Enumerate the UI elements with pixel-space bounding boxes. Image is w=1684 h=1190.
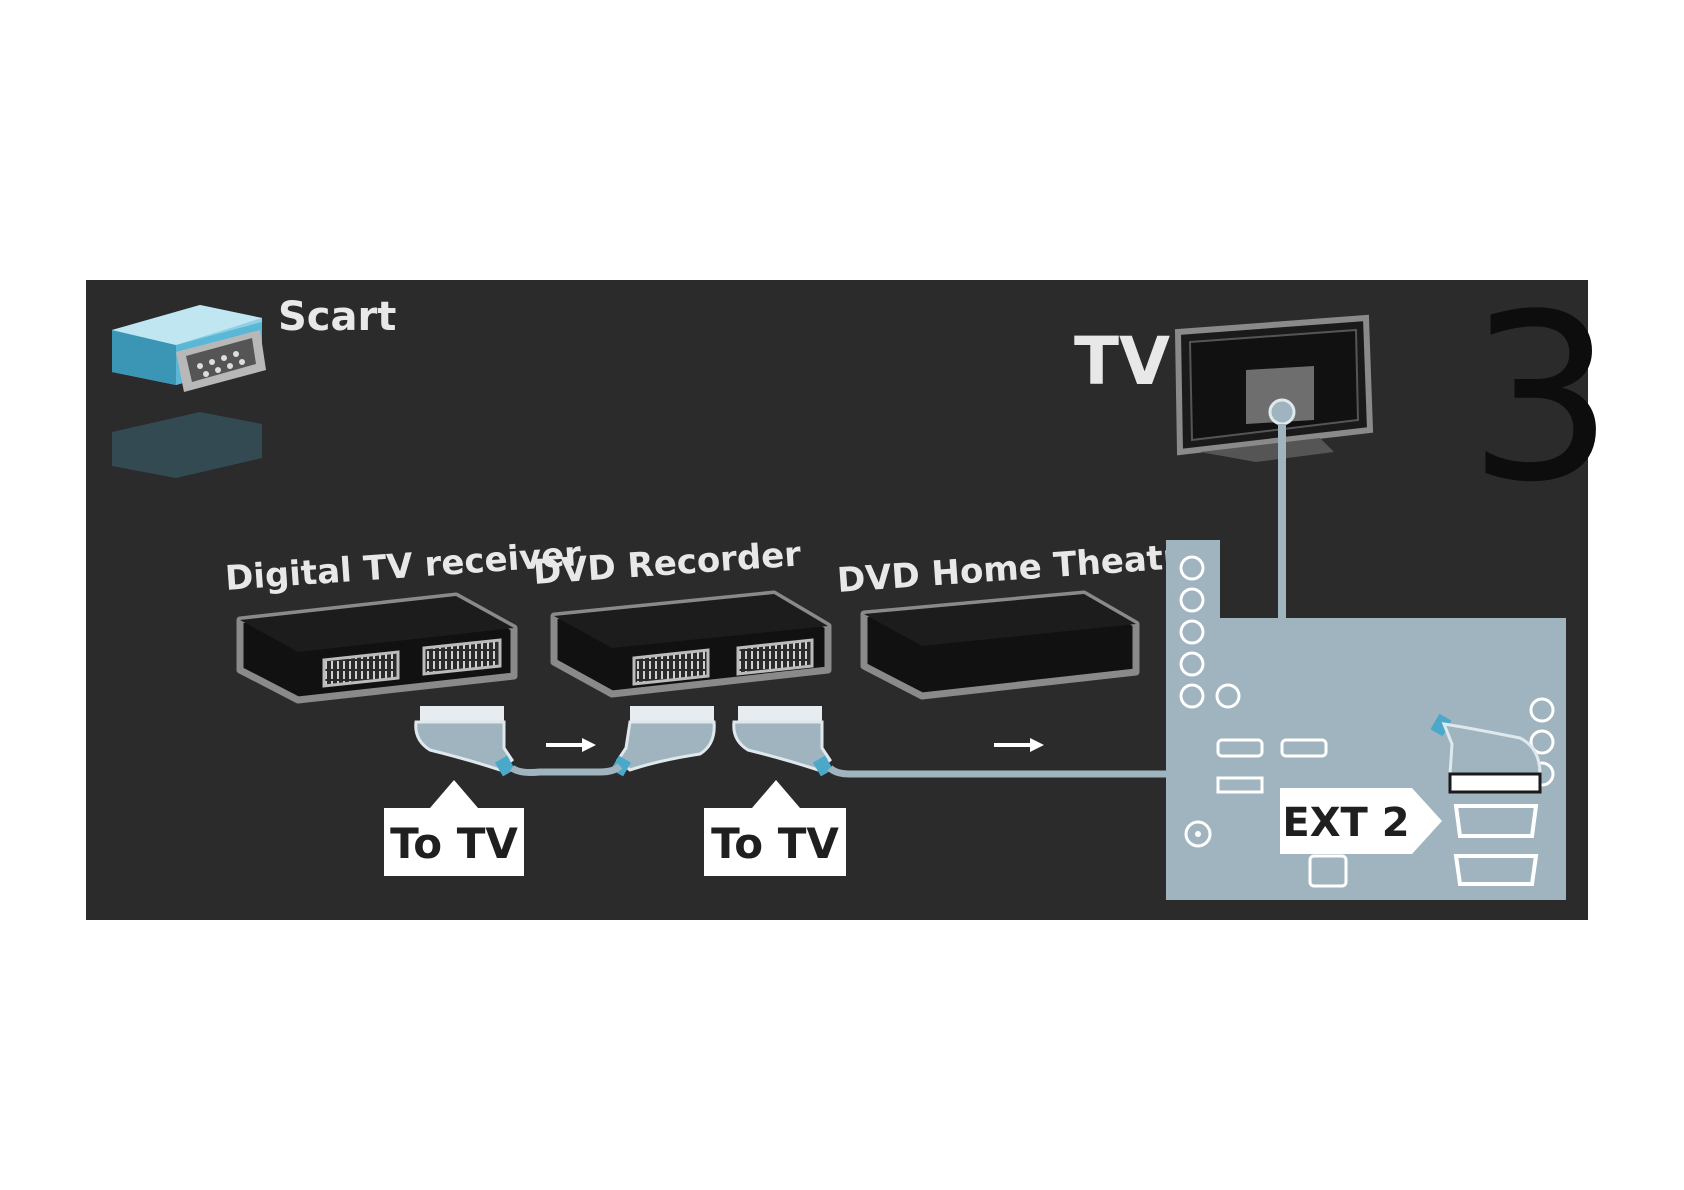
tv-connection-panel	[1166, 540, 1566, 900]
signal-arrow-1	[546, 738, 596, 752]
tag-ext2-text: EXT 2	[1282, 800, 1409, 846]
dvd-home-theatre-box	[860, 590, 1140, 700]
tag-to-tv-receiver-text: To TV	[390, 819, 518, 868]
scart-connector-icon	[112, 305, 266, 478]
tag-ext2: EXT 2	[1280, 788, 1442, 854]
digital-tv-receiver-box	[236, 592, 518, 704]
signal-arrow-2	[994, 738, 1044, 752]
scart-cable-receiver-to-recorder	[509, 763, 623, 776]
connector-title: Scart	[278, 294, 396, 340]
scart-plug-receiver	[414, 706, 516, 777]
tv-icon	[1174, 314, 1374, 462]
tag-to-tv-recorder: To TV	[704, 780, 846, 876]
tv-title: TV	[1074, 323, 1170, 400]
step-number: 3	[1468, 266, 1614, 533]
tag-to-tv-recorder-text: To TV	[711, 819, 839, 868]
tag-to-tv-receiver: To TV	[384, 780, 524, 876]
dvd-recorder-box	[550, 590, 832, 698]
scart-plug-recorder-right	[732, 706, 834, 777]
scart-plug-ext2	[1430, 713, 1542, 794]
